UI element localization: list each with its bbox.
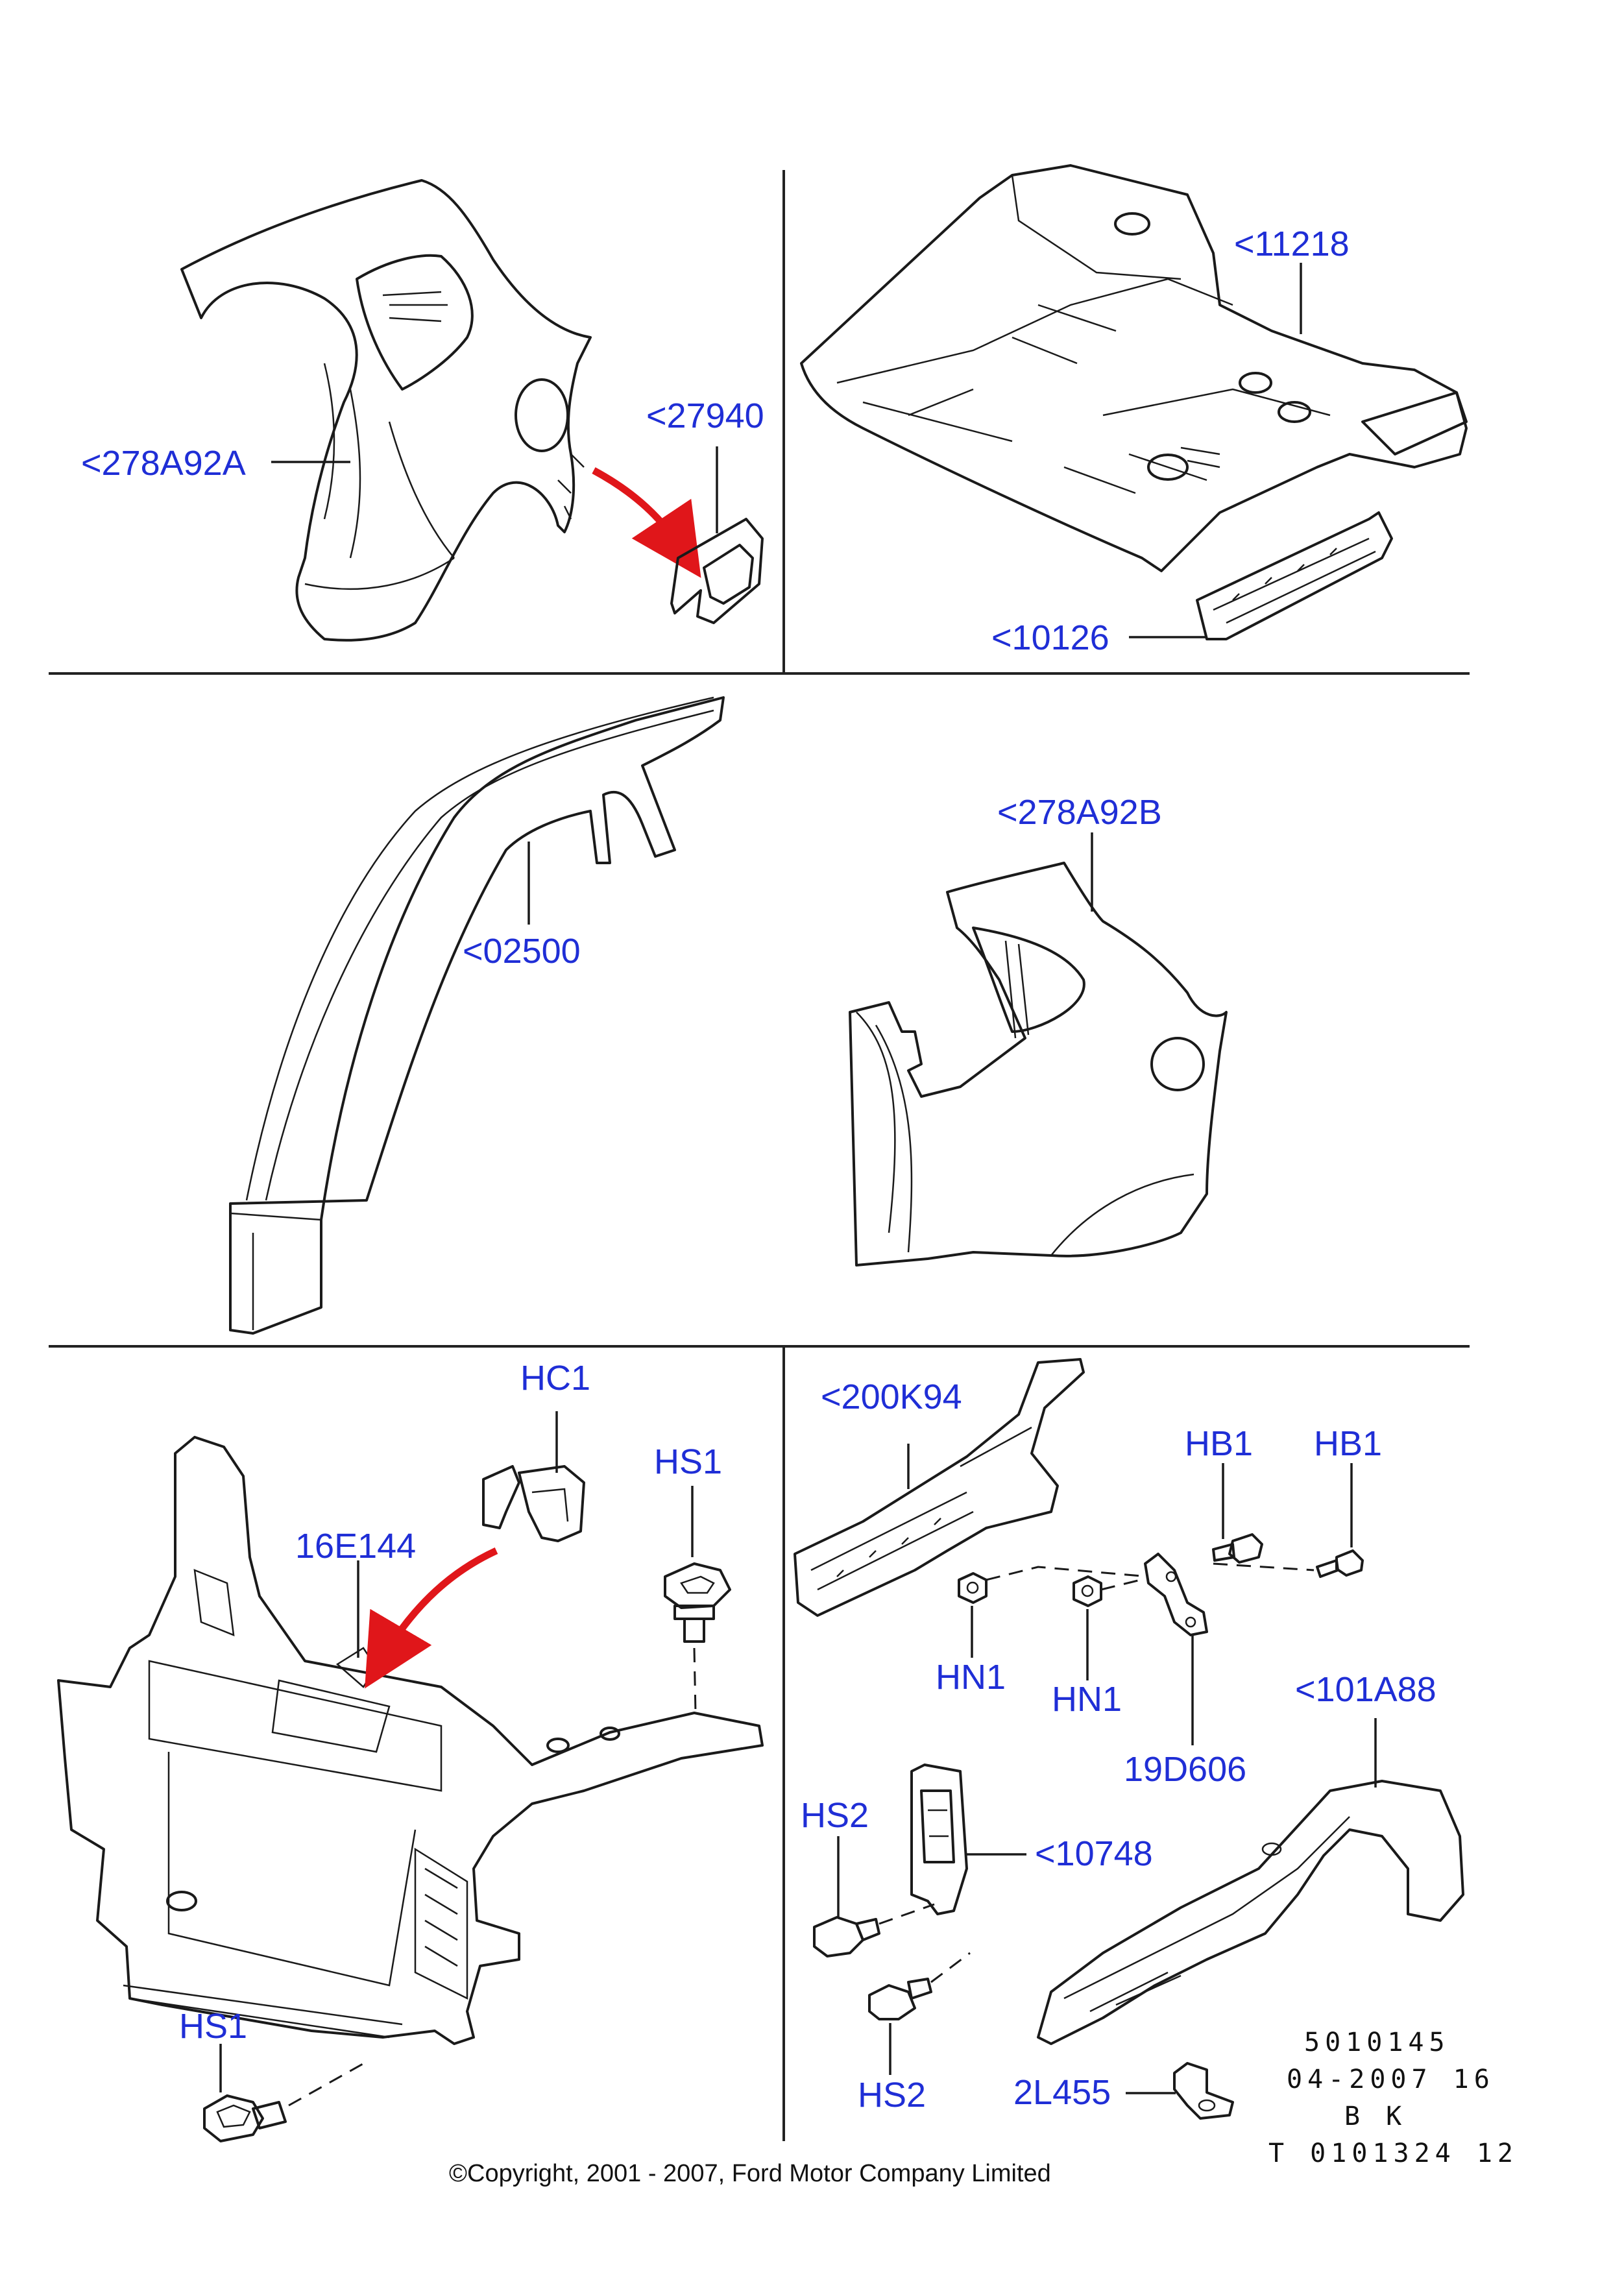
label-10126: <10126 — [991, 618, 1109, 657]
label-278A92A: <278A92A — [81, 444, 246, 483]
nut-hn1-right-drawing — [1073, 1575, 1102, 1607]
label-02500: <02500 — [463, 932, 581, 971]
clip-hc1-drawing — [482, 1465, 585, 1542]
label-hb1-left: HB1 — [1185, 1424, 1254, 1463]
label-2L455: 2L455 — [1013, 2073, 1111, 2112]
dashed-hs1-bottom — [288, 2059, 370, 2107]
label-hc1: HC1 — [520, 1359, 591, 1398]
footer-code-line4: T 0101324 12 — [1268, 2139, 1518, 2168]
clip-2L455-drawing — [1173, 2062, 1234, 2120]
label-hn1-right: HN1 — [1052, 1680, 1122, 1719]
bolt-hs2-bottom-drawing — [868, 1978, 932, 2020]
arrow-27940 — [592, 467, 701, 578]
rail-200K94-drawing — [794, 1358, 1085, 1617]
label-278A92B: <278A92B — [997, 793, 1162, 832]
dashed-hn1-19D606 — [986, 1566, 1149, 1581]
label-hs1-bottom: HS1 — [179, 2007, 248, 2046]
dashed-hs2-bottom — [930, 1952, 971, 1983]
label-hb1-right: HB1 — [1314, 1424, 1383, 1463]
footer-code-line2: 04-2007 16 — [1287, 2065, 1495, 2094]
dashed-hs1-top — [693, 1647, 697, 1714]
bolt-hb1-left-drawing — [1212, 1533, 1263, 1564]
arrow-16E144 — [365, 1547, 498, 1689]
label-101A88: <101A88 — [1295, 1670, 1436, 1709]
bolt-hb1-right-drawing — [1316, 1549, 1364, 1578]
label-hs2-bottom: HS2 — [858, 2076, 927, 2115]
label-27940: <27940 — [646, 396, 764, 435]
rear-quarter-panel-b-drawing — [849, 862, 1228, 1267]
dashed-hs2-top — [879, 1903, 935, 1925]
bolt-hs2-top-drawing — [813, 1916, 880, 1958]
label-hn1-left: HN1 — [936, 1658, 1006, 1697]
copyright-notice: ©Copyright, 2001 - 2007, Ford Motor Comp… — [449, 2160, 1051, 2187]
pillar-02500-drawing — [229, 696, 725, 1335]
label-200K94: <200K94 — [821, 1377, 962, 1416]
label-11218: <11218 — [1234, 224, 1350, 263]
bolt-hs1-bottom-drawing — [203, 2094, 287, 2142]
wheelhouse-101A88-drawing — [1037, 1780, 1464, 2045]
crossmember-10126-drawing — [1196, 511, 1393, 640]
rear-quarter-panel-a-drawing — [180, 179, 592, 642]
bracket-27940-drawing — [670, 518, 764, 624]
plate-10748-drawing — [910, 1764, 968, 1915]
label-hs2-top: HS2 — [801, 1796, 869, 1835]
dashed-hn1-right — [1100, 1577, 1149, 1591]
label-10748: <10748 — [1035, 1834, 1153, 1873]
label-19D606: 19D606 — [1124, 1750, 1247, 1789]
floor-pan-drawing — [800, 164, 1468, 572]
dashed-hb1 — [1213, 1562, 1315, 1571]
footer-code-line3: B K — [1344, 2102, 1407, 2131]
bracket-19D606-drawing — [1144, 1553, 1208, 1636]
bolt-hs1-top-drawing — [664, 1562, 731, 1643]
label-16E144: 16E144 — [295, 1527, 417, 1566]
label-hs1-top: HS1 — [654, 1442, 723, 1481]
footer-code-line1: 5010145 — [1304, 2028, 1450, 2057]
nut-hn1-left-drawing — [958, 1572, 988, 1604]
